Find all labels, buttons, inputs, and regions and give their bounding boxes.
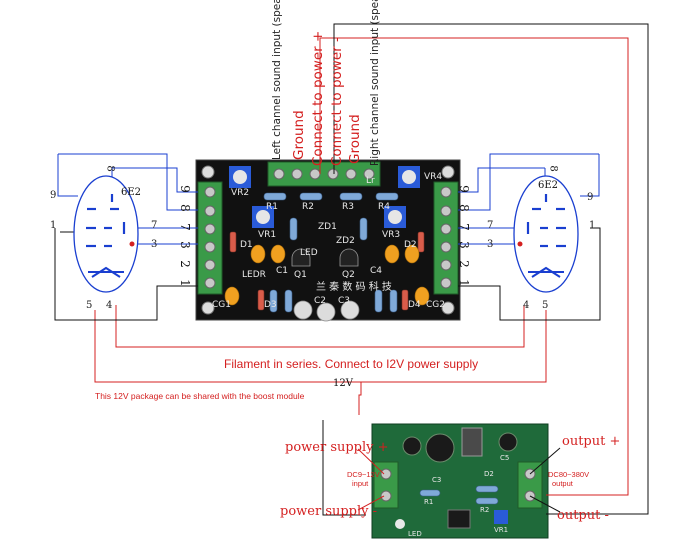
- right-tube-pin-7: 7: [487, 220, 494, 231]
- output-plus-label: output +: [562, 434, 621, 449]
- board-left-pin-3: 3: [177, 241, 192, 249]
- boost-silk-led: LED: [408, 530, 422, 538]
- silk-d4: D4: [408, 300, 421, 310]
- silk-d3: D3: [264, 300, 277, 310]
- left-tube-6e2: [73, 175, 139, 293]
- board-right-pin-2: 2: [456, 260, 471, 268]
- filament-wiring: [94, 37, 629, 516]
- right-tube-pin-5: 5: [542, 300, 549, 311]
- left-tube-pin-9: 9: [50, 190, 57, 201]
- right-tube-pin-4: 4: [523, 300, 530, 311]
- board-left-pin-1: 1: [177, 279, 192, 287]
- power-supply-plus-label: power supply +: [285, 440, 389, 455]
- silk-zd1: ZD1: [318, 222, 337, 232]
- silk-d1: D1: [240, 240, 253, 250]
- left-tube-pin-5: 5: [86, 300, 93, 311]
- silk-q2: Q2: [342, 270, 355, 280]
- right-tube-pin-9: 9: [587, 192, 594, 203]
- right-tube-name: 6E2: [538, 180, 559, 191]
- silk-vr3: VR3: [382, 230, 401, 240]
- trimpot-vr1: [252, 206, 274, 228]
- tube-signal-wiring: [57, 153, 600, 245]
- silk-d2: D2: [404, 240, 417, 250]
- left-tube-name: 6E2: [121, 187, 142, 198]
- label-connect-power-minus: Connect to power -: [329, 37, 345, 166]
- silk-lr: Lr: [366, 176, 375, 186]
- boost-silk-r2: R2: [480, 506, 490, 514]
- silk-chinese: 兰 秦 数 码 科 技: [316, 282, 392, 293]
- boost-silk-vr1: VR1: [494, 526, 509, 534]
- silk-r2: R2: [302, 202, 314, 212]
- silk-r1: R1: [266, 202, 278, 212]
- right-tube-pin-3: 3: [487, 239, 494, 250]
- left-tube-pin-4: 4: [106, 300, 113, 311]
- silk-r3: R3: [342, 202, 354, 212]
- boost-silk-c5: C5: [500, 454, 510, 462]
- tube-amp-board: [195, 159, 461, 322]
- label-connect-power-plus: Connect to power +: [310, 30, 326, 166]
- silk-vr1: VR1: [258, 230, 277, 240]
- output-spec-label: DC80~380V: [548, 470, 590, 479]
- silk-led: LED: [300, 248, 318, 258]
- silk-cg2: CG2: [426, 300, 445, 310]
- input-spec-label: DC9~12V: [347, 470, 380, 479]
- label-ground-left: Ground: [291, 110, 307, 160]
- right-terminal-block: [433, 181, 459, 295]
- filament-note: Filament in series. Connect to I2V power…: [224, 357, 479, 371]
- shared-supply-note: This 12V package can be shared with the …: [95, 391, 305, 401]
- board-right-pin-9: 9: [456, 185, 471, 193]
- right-tube-6e2: [513, 175, 579, 293]
- silk-ledr: LEDR: [242, 270, 266, 280]
- silk-c1: C1: [276, 266, 289, 276]
- silk-vr4: VR4: [424, 172, 443, 182]
- voltage-note: 12V: [333, 378, 353, 389]
- silk-zd2: ZD2: [336, 236, 355, 246]
- silk-c2: C2: [314, 296, 327, 306]
- right-tube-pin-8: 8: [547, 165, 559, 172]
- label-ground-right: Ground: [347, 114, 363, 164]
- trimpot-vr4: [398, 166, 420, 188]
- silk-c4: C4: [370, 266, 383, 276]
- right-tube-pin-1: 1: [589, 220, 596, 231]
- silk-c3: C3: [338, 296, 351, 306]
- boost-silk-c3: C3: [432, 476, 442, 484]
- boost-silk-r1: R1: [424, 498, 434, 506]
- label-left-channel-input: Left channel sound input (speaker): [271, 0, 283, 160]
- left-terminal-block: [197, 181, 223, 295]
- output-minus-label: output -: [557, 508, 609, 523]
- board-left-pin-2: 2: [177, 260, 192, 268]
- silk-cg1: CG1: [212, 300, 231, 310]
- board-right-pin-8: 8: [456, 204, 471, 212]
- label-right-channel-input: Right channel sound input (speaker): [369, 0, 381, 166]
- left-tube-pin-7: 7: [151, 220, 158, 231]
- output-word-label: output: [552, 479, 573, 488]
- trimpot-vr2: [229, 166, 251, 188]
- board-right-pin-7: 7: [456, 223, 471, 231]
- board-right-pin-3: 3: [456, 241, 471, 249]
- input-word-label: input: [352, 479, 369, 488]
- boost-silk-d2: D2: [484, 470, 494, 478]
- silk-r4: R4: [378, 202, 390, 212]
- left-tube-pin-3: 3: [151, 239, 158, 250]
- board-left-pin-8: 8: [177, 204, 192, 212]
- silk-q1: Q1: [294, 270, 307, 280]
- silk-vr2: VR2: [231, 188, 250, 198]
- left-tube-pin-1: 1: [50, 220, 57, 231]
- board-left-pin-7: 7: [177, 223, 192, 231]
- left-tube-pin-8: 8: [104, 165, 116, 172]
- board-right-pin-1: 1: [456, 279, 471, 287]
- boost-module-board: [371, 423, 549, 539]
- trimpot-vr3: [384, 206, 406, 228]
- board-left-pin-9: 9: [177, 185, 192, 193]
- power-supply-minus-label: power supply -: [280, 504, 378, 519]
